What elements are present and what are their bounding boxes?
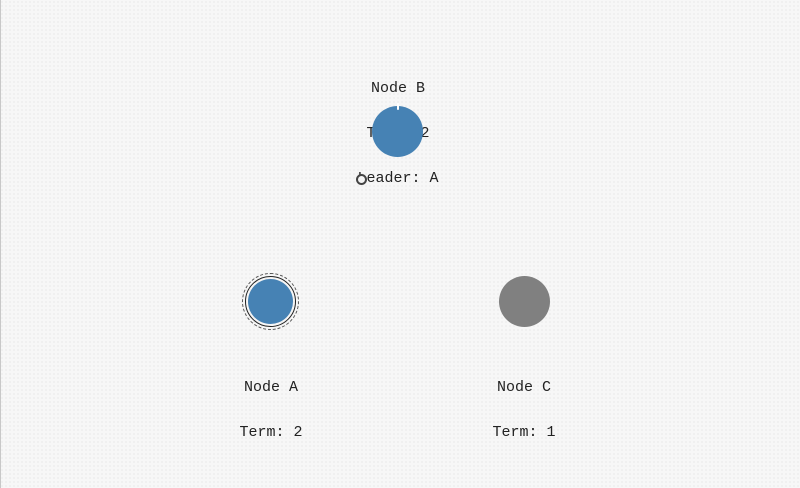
node-a-name: Node A xyxy=(243,379,298,396)
node-b[interactable] xyxy=(372,106,423,157)
node-a-label: Node A Term: 2 xyxy=(191,350,351,470)
node-a-outline xyxy=(245,276,296,327)
rpc-message xyxy=(356,174,367,185)
node-c-name: Node C xyxy=(496,379,551,396)
node-a-highlight-ring xyxy=(242,273,299,330)
node-a[interactable] xyxy=(248,279,293,324)
node-b-leader: Leader: A xyxy=(357,170,439,187)
canvas-edge xyxy=(0,0,1,488)
node-c-term: Term: 1 xyxy=(492,424,556,441)
node-c-label: Node C Term: 1 xyxy=(444,350,604,470)
node-b-name: Node B xyxy=(370,80,425,97)
node-a-term: Term: 2 xyxy=(239,424,303,441)
node-c[interactable] xyxy=(499,276,550,327)
node-b-election-timer xyxy=(397,103,399,110)
